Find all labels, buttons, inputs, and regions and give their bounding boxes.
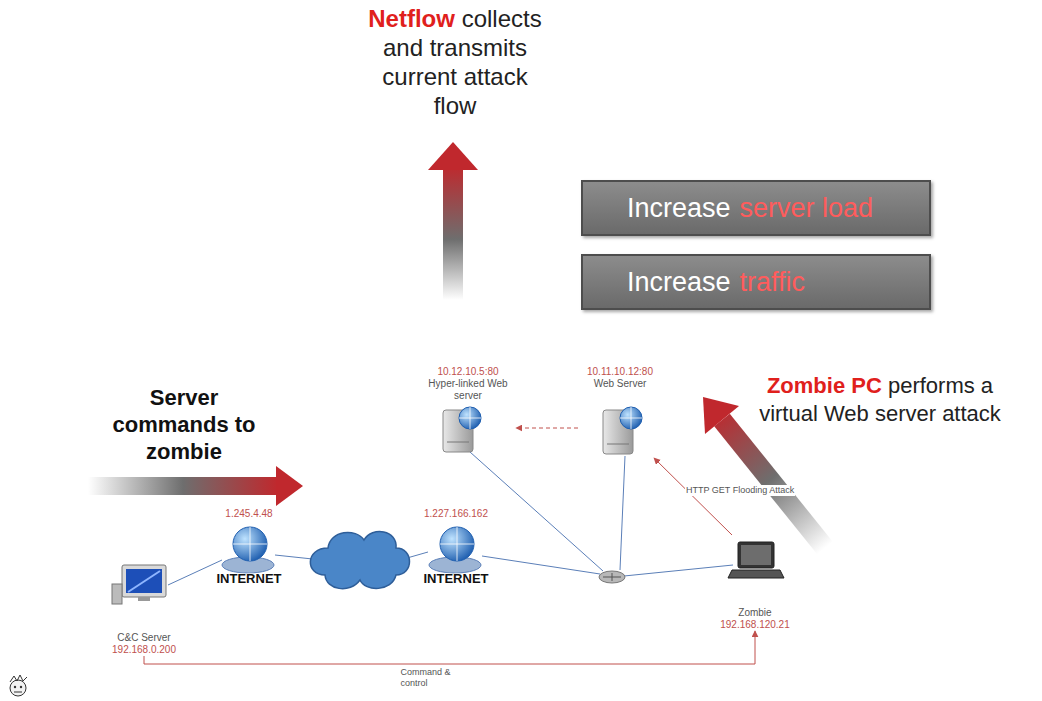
node-caption: 192.168.120.21	[720, 619, 790, 631]
node-caption: Zombie	[738, 607, 771, 619]
status-box: Increase server load	[581, 180, 931, 236]
node-caption: INTERNET	[217, 572, 282, 586]
ip-address: 10.12.10.5:80	[437, 366, 498, 378]
server-node: 10.12.10.5:80Hyper-linked Web server	[420, 366, 516, 454]
status-box: Increase traffic	[581, 254, 931, 310]
zombie-node: Zombie192.168.120.21	[705, 535, 805, 631]
node-caption: INTERNET	[424, 572, 489, 586]
router-icon	[429, 527, 481, 573]
ip-address: 10.11.10.12:80	[587, 366, 653, 378]
callout-text: Zombie PCperforms a virtual Web server a…	[758, 372, 1002, 428]
ip-address: 1.227.166.162	[424, 508, 488, 520]
server-icon	[443, 407, 481, 452]
box-text: Increase	[627, 193, 731, 224]
router-node: 1.227.166.162INTERNET	[410, 508, 502, 586]
network-wire	[168, 452, 733, 585]
switch-icon	[599, 571, 625, 583]
node-caption: 192.168.0.200	[112, 644, 176, 656]
mascot-icon	[10, 675, 27, 696]
netflow-arrow	[428, 142, 478, 300]
computer-node: C&C Server192.168.0.200	[84, 560, 204, 656]
node-caption: C&C Server	[117, 632, 170, 644]
connector	[516, 428, 578, 429]
edge-label: HTTP GET Flooding Attack	[685, 485, 795, 496]
router-icon	[222, 527, 274, 573]
node-caption: Web Server	[594, 378, 647, 390]
box-text: traffic	[740, 267, 806, 298]
router-node: 1.245.4.48INTERNET	[205, 508, 293, 586]
server-icon	[603, 407, 642, 454]
connector	[144, 631, 755, 664]
connector	[654, 458, 732, 535]
laptop-icon	[728, 542, 784, 578]
callout-text: Netflow	[368, 5, 455, 32]
callout-text: Server commands to zombie	[104, 384, 264, 465]
internet-cloud	[310, 532, 409, 589]
box-text: server load	[740, 193, 874, 224]
node-caption: Hyper-linked Web server	[420, 378, 516, 402]
callout-text: Server commands to zombie	[112, 385, 255, 464]
callout-text: Netflowcollects and transmits current at…	[358, 4, 552, 120]
callout-text: Zombie PC	[767, 373, 882, 398]
server-node: 10.11.10.12:80Web Server	[578, 366, 662, 458]
ip-address: 1.245.4.48	[225, 508, 272, 520]
edge-label: Command & control	[400, 667, 470, 689]
box-text: Increase	[627, 267, 731, 298]
command-arrow	[88, 466, 303, 506]
computer-icon	[112, 565, 166, 604]
